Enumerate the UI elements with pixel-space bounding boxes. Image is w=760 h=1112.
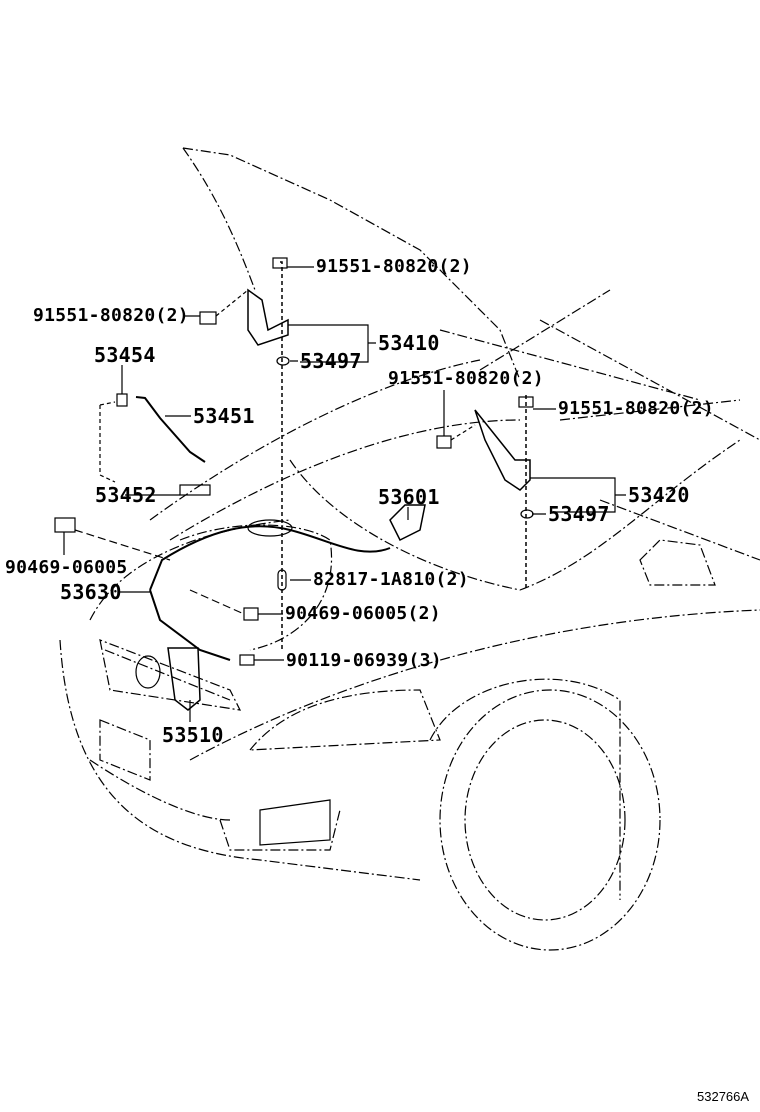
part-label-91551-80820-side-left: 91551-80820(2) [33,305,189,326]
figure-reference: 532766A [697,1089,750,1104]
part-label-90469-06005: 90469-06005 [5,557,128,578]
part-label-53451: 53451 [193,404,255,428]
part-label-90469-06005-pair: 90469-06005(2) [285,603,441,624]
part-label-53630: 53630 [60,580,122,604]
part-label-53454: 53454 [94,343,156,367]
part-label-91551-80820-side-right: 91551-80820(2) [388,368,544,389]
part-label-53420: 53420 [628,483,690,507]
part-label-53601: 53601 [378,485,440,509]
part-label-53497-left: 53497 [300,349,362,373]
part-label-82817-1A810: 82817-1A810(2) [313,569,469,590]
part-label-91551-80820-top-left: 91551-80820(2) [316,256,472,277]
part-label-90119-06939: 90119-06939(3) [286,650,442,671]
part-label-53497-right: 53497 [548,502,610,526]
part-label-91551-80820-top-right: 91551-80820(2) [558,398,714,419]
part-label-53410: 53410 [378,331,440,355]
part-label-53452: 53452 [95,483,157,507]
part-label-53510: 53510 [162,723,224,747]
